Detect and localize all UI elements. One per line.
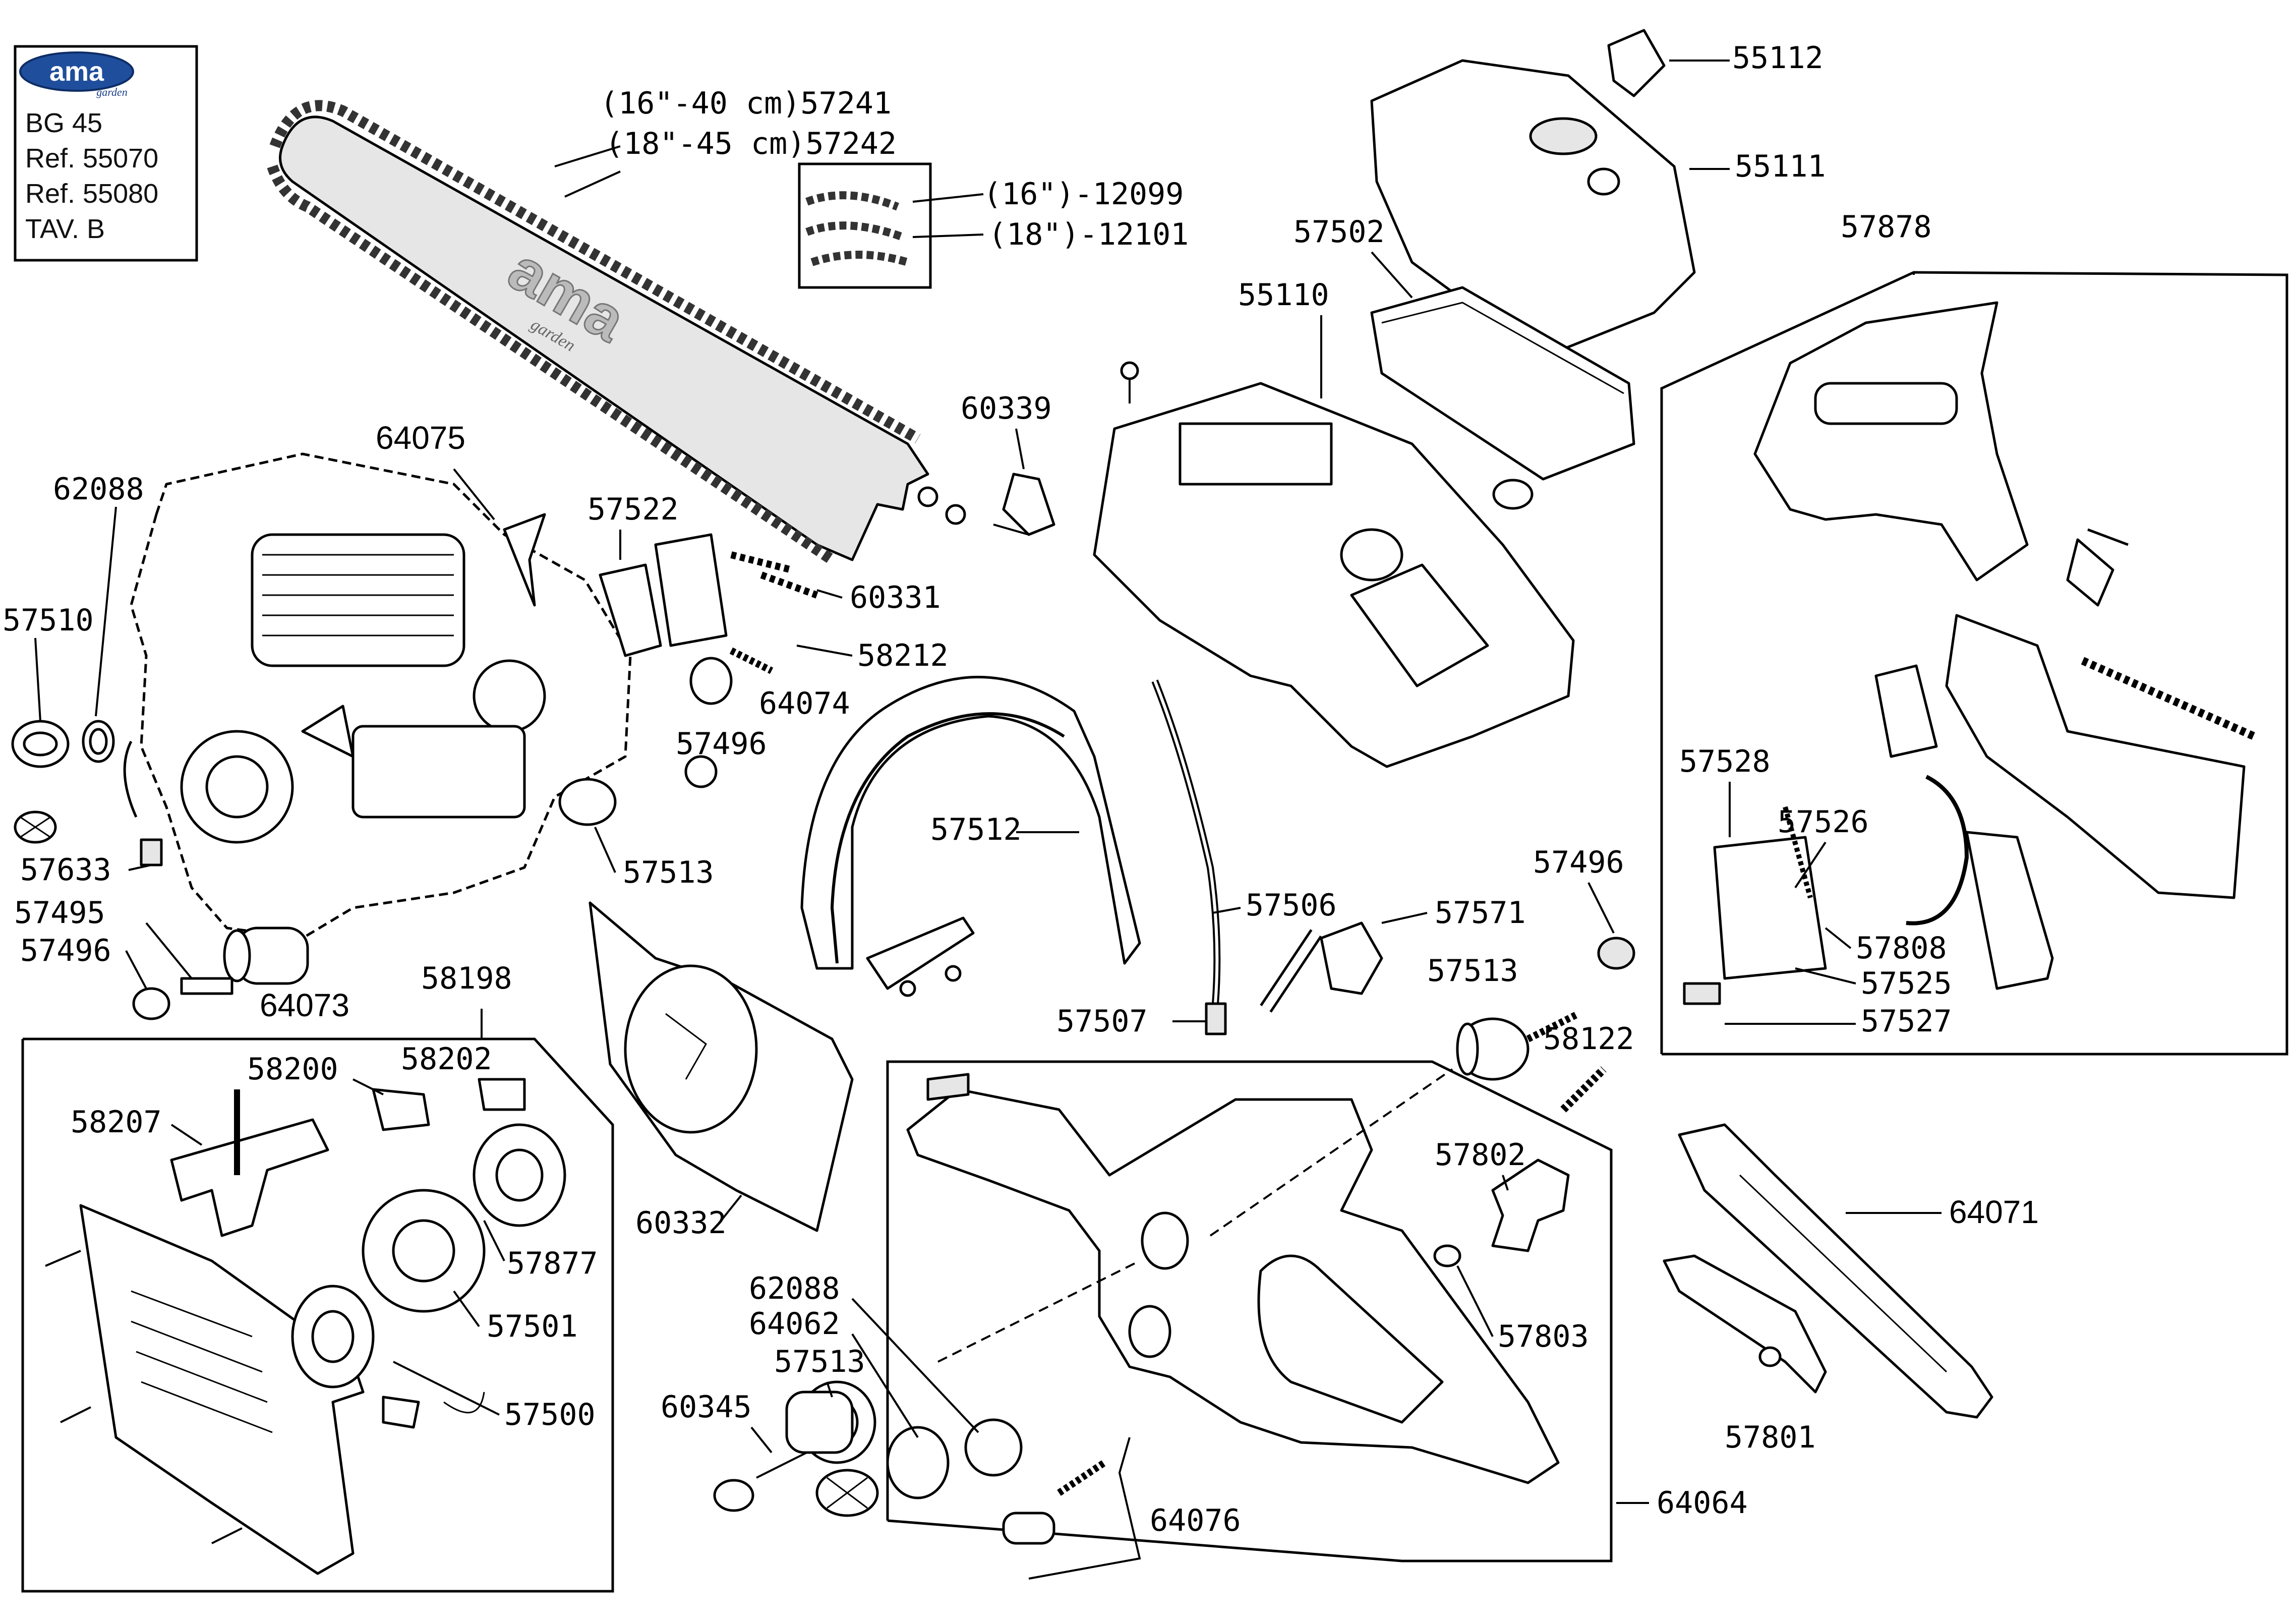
brand-logo-icon: ama garden	[19, 51, 134, 98]
throttle-lockout-icon	[1663, 1254, 1827, 1394]
label-57496-right: 57496	[1533, 845, 1624, 880]
air-filter-icon	[1370, 286, 1635, 510]
label-57242: (18"-45 cm)57242	[605, 126, 897, 161]
label-57495: 57495	[14, 895, 105, 931]
label-58122: 58122	[1543, 1021, 1634, 1057]
filter-icon	[140, 838, 163, 866]
top-cover-icon	[1093, 361, 1575, 768]
label-57878: 57878	[1841, 209, 1932, 245]
throttle-trigger-icon	[1433, 1158, 1570, 1267]
chain-inset	[798, 162, 984, 289]
bumper-parts	[1260, 921, 1635, 1113]
label-57803: 57803	[1498, 1319, 1589, 1354]
label-57510: 57510	[3, 603, 94, 638]
label-57802: 57802	[1435, 1137, 1526, 1173]
label-57500: 57500	[504, 1397, 596, 1432]
handle-cover-icon	[1678, 1123, 1993, 1419]
bushing-icon	[132, 926, 309, 1020]
label-60345: 60345	[661, 1389, 752, 1425]
label-58200: 58200	[247, 1052, 338, 1087]
label-12099: (16")-12099	[983, 177, 1184, 212]
label-60339: 60339	[961, 391, 1052, 426]
label-57633: 57633	[20, 852, 111, 888]
label-57496-mid: 57496	[676, 726, 767, 762]
chain-brake-group	[1660, 271, 2288, 1056]
clutch-parts	[503, 513, 774, 826]
label-58207: 58207	[71, 1105, 162, 1140]
label-57513-bottom: 57513	[774, 1344, 865, 1379]
model-name: BG 45	[25, 108, 102, 138]
label-58212: 58212	[857, 638, 949, 673]
seal-ring-icon	[82, 720, 115, 763]
label-57513-right: 57513	[1427, 953, 1518, 989]
label-55111: 55111	[1735, 149, 1826, 184]
label-64074: 64074	[759, 686, 850, 721]
filter-cover-icon	[1370, 59, 1696, 355]
label-12101: (18")-12101	[988, 217, 1189, 252]
model-header: ama garden BG 45 Ref. 55070 Ref. 55080 T…	[14, 45, 198, 262]
label-55110: 55110	[1238, 277, 1329, 313]
label-57877: 57877	[507, 1246, 598, 1281]
brand-logo-subtext: garden	[96, 86, 128, 98]
front-handle-icon	[800, 675, 1141, 997]
knob-icon	[1607, 29, 1666, 97]
label-57506: 57506	[1246, 888, 1337, 923]
label-57501: 57501	[487, 1309, 578, 1344]
label-57571: 57571	[1435, 895, 1526, 931]
label-57507: 57507	[1056, 1004, 1148, 1039]
label-64071: 64071	[1949, 1194, 2039, 1230]
label-64076: 64076	[1150, 1503, 1241, 1538]
label-57241: (16"-40 cm)57241	[600, 86, 892, 121]
brand-logo-text: ama	[49, 56, 104, 87]
label-55112: 55112	[1732, 40, 1823, 76]
rear-handle-group	[886, 1060, 1613, 1562]
label-62088-bottom: 62088	[749, 1271, 840, 1306]
label-57527: 57527	[1861, 1004, 1952, 1039]
oil-cap-icon	[11, 720, 70, 844]
model-ref-2: Ref. 55080	[25, 179, 158, 209]
label-57496-left: 57496	[20, 933, 111, 968]
label-57522: 57522	[587, 492, 679, 527]
engine-block	[130, 452, 632, 940]
label-64062: 64062	[749, 1306, 840, 1342]
label-57513-left: 57513	[623, 855, 714, 890]
label-57808: 57808	[1856, 931, 1947, 966]
side-cover-icon	[588, 901, 854, 1232]
starter-group	[21, 1009, 614, 1593]
label-57528: 57528	[1679, 744, 1771, 779]
label-57801: 57801	[1725, 1420, 1816, 1455]
tensioner-icon	[917, 473, 1055, 536]
label-62088-top: 62088	[53, 472, 144, 507]
fuel-filter-icon	[1205, 1002, 1227, 1035]
label-57525: 57525	[1861, 966, 1952, 1001]
label-64075: 64075	[376, 420, 465, 456]
label-57526: 57526	[1778, 804, 1869, 840]
table-ref: TAV. B	[25, 214, 105, 244]
model-ref-1: Ref. 55070	[25, 143, 158, 173]
label-57512: 57512	[930, 812, 1022, 847]
label-60331: 60331	[850, 580, 941, 615]
label-64073: 64073	[260, 987, 349, 1023]
label-57502: 57502	[1293, 214, 1385, 250]
label-58202: 58202	[401, 1041, 492, 1077]
oil-pump-parts	[713, 1380, 1106, 1545]
label-64064: 64064	[1657, 1485, 1748, 1521]
label-60332: 60332	[635, 1205, 727, 1241]
label-58198: 58198	[421, 961, 512, 996]
